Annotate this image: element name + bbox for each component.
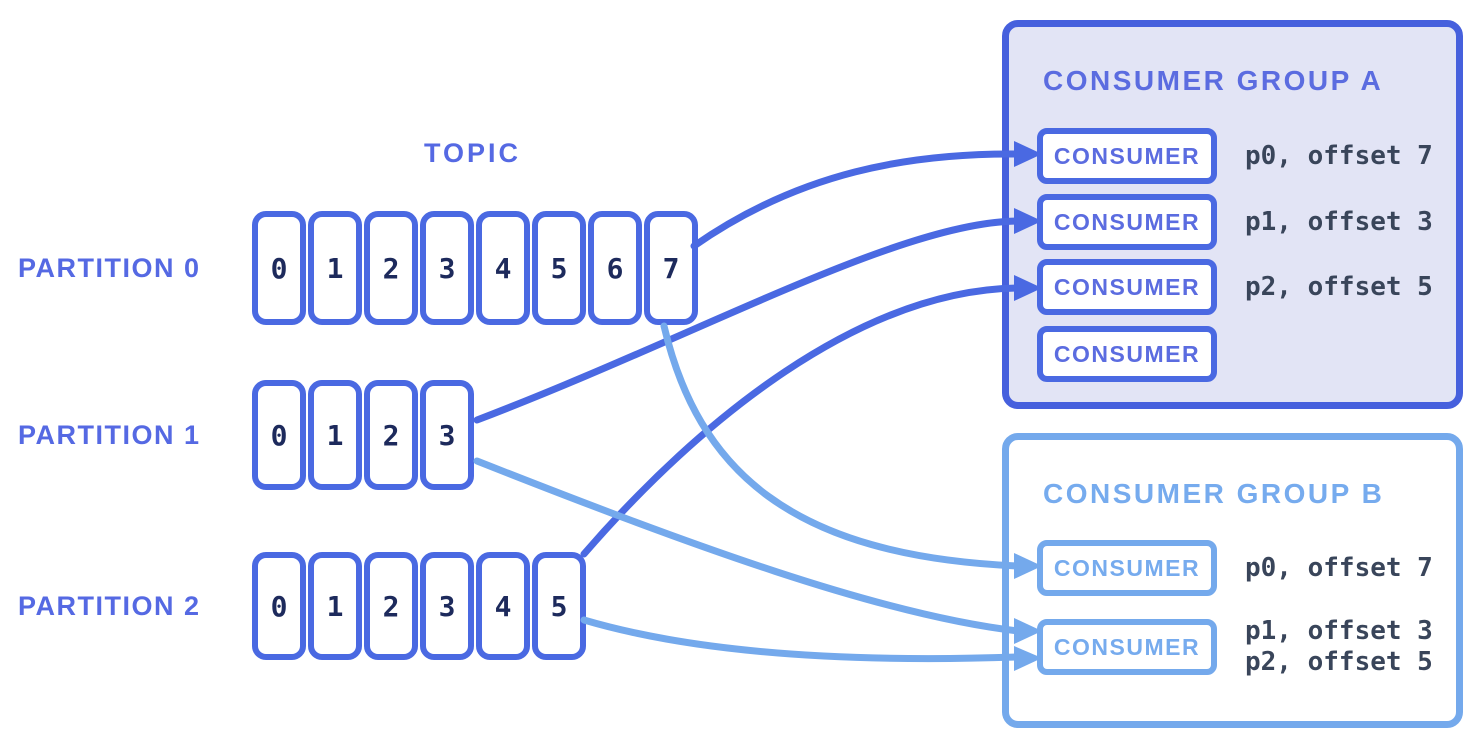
consumer-label: CONSUMER bbox=[1053, 273, 1201, 300]
partition-0-cells: 0 1 2 3 4 5 6 7 bbox=[252, 211, 698, 325]
consumer-box: CONSUMER bbox=[1037, 194, 1217, 250]
partition-cell: 1 bbox=[308, 380, 362, 490]
partition-2-label: PARTITION 2 bbox=[18, 591, 201, 621]
offset-label: p2, offset 5 bbox=[1245, 271, 1433, 302]
partition-cell: 2 bbox=[364, 552, 418, 660]
partition-cell: 3 bbox=[420, 552, 474, 660]
arrow-p2-to-groupB bbox=[580, 616, 1022, 663]
consumer-label: CONSUMER bbox=[1053, 633, 1201, 660]
consumer-group-b-title: CONSUMER GROUP B bbox=[1043, 478, 1385, 509]
consumer-row: CONSUMER p0, offset 7 bbox=[1037, 540, 1433, 596]
partition-cell: 1 bbox=[308, 211, 362, 325]
offset-label: p1, offset 3 bbox=[1245, 206, 1433, 237]
consumer-box: CONSUMER bbox=[1037, 259, 1217, 315]
partition-cell: 5 bbox=[532, 211, 586, 325]
consumer-group-a-title: CONSUMER GROUP A bbox=[1043, 65, 1384, 96]
partition-cell: 6 bbox=[588, 211, 642, 325]
partition-cell: 0 bbox=[252, 552, 306, 660]
consumer-row: CONSUMER p1, offset 3 p2, offset 5 bbox=[1037, 616, 1433, 678]
consumer-row: CONSUMER p1, offset 3 bbox=[1037, 194, 1433, 250]
partition-cell: 0 bbox=[252, 380, 306, 490]
consumer-row: CONSUMER p0, offset 7 bbox=[1037, 128, 1433, 184]
partition-1-cells: 0 1 2 3 bbox=[252, 380, 474, 490]
partition-0-label: PARTITION 0 bbox=[18, 253, 201, 283]
consumer-row: CONSUMER p2, offset 5 bbox=[1037, 259, 1433, 315]
offset-label: p0, offset 7 bbox=[1245, 140, 1433, 171]
partition-cell: 4 bbox=[476, 211, 530, 325]
consumer-group-a: CONSUMER GROUP A CONSUMER p0, offset 7 C… bbox=[1002, 20, 1463, 409]
arrow-p2-to-groupA bbox=[580, 284, 1022, 558]
offset-label: p1, offset 3 p2, offset 5 bbox=[1245, 616, 1433, 677]
partition-cell: 2 bbox=[364, 380, 418, 490]
offset-label: p0, offset 7 bbox=[1245, 552, 1433, 583]
partition-1-label: PARTITION 1 bbox=[18, 420, 201, 450]
consumer-box: CONSUMER bbox=[1037, 326, 1217, 382]
consumer-label: CONSUMER bbox=[1053, 554, 1201, 581]
consumer-label: CONSUMER bbox=[1053, 142, 1201, 169]
partition-cell: 0 bbox=[252, 211, 306, 325]
consumer-group-b: CONSUMER GROUP B CONSUMER p0, offset 7 C… bbox=[1002, 433, 1463, 728]
topic-label: TOPIC bbox=[423, 138, 521, 168]
consumer-label: CONSUMER bbox=[1053, 340, 1201, 367]
arrow-p0-to-groupB bbox=[660, 322, 1022, 570]
consumer-box: CONSUMER bbox=[1037, 128, 1217, 184]
partition-cell: 3 bbox=[420, 211, 474, 325]
partition-2-cells: 0 1 2 3 4 5 bbox=[252, 552, 586, 660]
partition-cell: 3 bbox=[420, 380, 474, 490]
partition-cell: 4 bbox=[476, 552, 530, 660]
partition-cell: 1 bbox=[308, 552, 362, 660]
partition-cell: 5 bbox=[532, 552, 586, 660]
partition-cell: 7 bbox=[644, 211, 698, 325]
arrow-p0-to-groupA bbox=[690, 150, 1022, 250]
consumer-box: CONSUMER bbox=[1037, 619, 1217, 675]
consumer-row: CONSUMER bbox=[1037, 326, 1217, 382]
consumer-label: CONSUMER bbox=[1053, 208, 1201, 235]
partition-cell: 2 bbox=[364, 211, 418, 325]
consumer-box: CONSUMER bbox=[1037, 540, 1217, 596]
